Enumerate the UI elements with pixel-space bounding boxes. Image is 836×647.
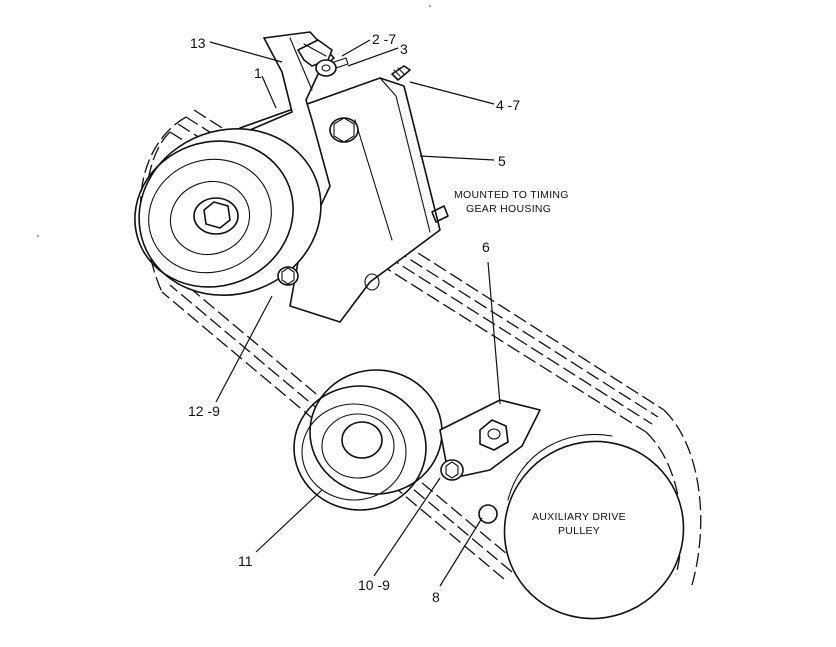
note-aux-line2: PULLEY [558,525,600,537]
callout-6: 6 [482,239,490,255]
scan-speck [429,5,431,7]
callout-13: 13 [190,35,206,51]
callout-4-7: 4 -7 [496,97,520,113]
callout-5: 5 [498,153,506,169]
note-aux-line1: AUXILIARY DRIVE [532,511,626,523]
callout-3: 3 [400,41,408,57]
callout-11: 11 [238,553,253,569]
auxiliary-drive-pulley [503,434,685,620]
callout-10-9: 10 -9 [358,577,390,593]
note-mounted-line2: GEAR HOUSING [466,203,551,215]
callout-8: 8 [432,589,440,605]
upper-tensioner-pulley [134,127,322,297]
idler-bracket [439,399,541,524]
idler-pulley [293,369,443,511]
callout-2-7: 2 -7 [372,31,396,47]
callout-12-9: 12 -9 [188,403,220,419]
leader-lines [209,39,501,587]
note-mounted-line1: MOUNTED TO TIMING [454,189,569,201]
scan-speck [37,235,39,237]
callout-1: 1 [254,65,262,81]
